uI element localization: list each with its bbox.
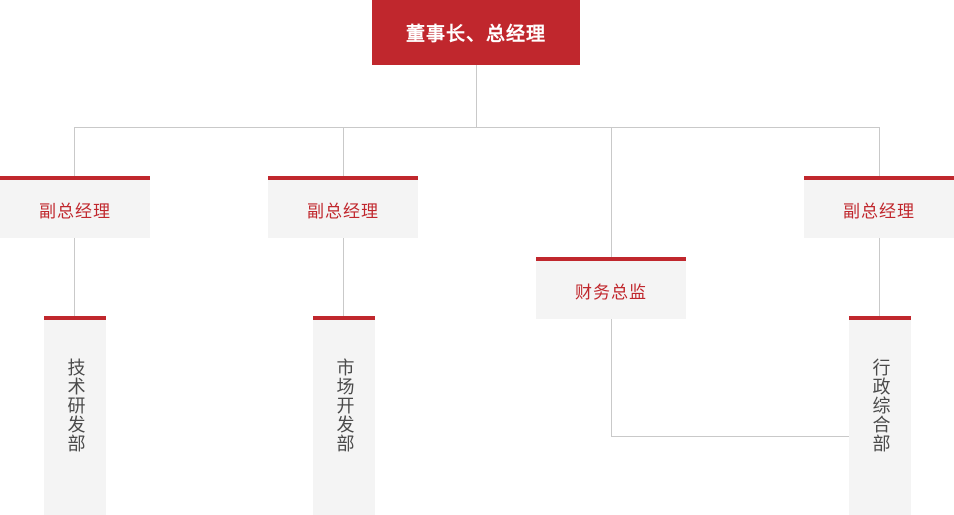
node-market-development-department-label: 市场开发部 — [334, 358, 355, 453]
node-deputy-gm-3-label: 副总经理 — [843, 201, 915, 221]
node-administration-department[interactable]: 行政综合部 — [849, 316, 911, 515]
connector-drop-deputy-1 — [74, 127, 75, 176]
connector-drop-deputy-3 — [879, 127, 880, 176]
connector-drop-cfo — [611, 127, 612, 257]
connector-root-stem — [476, 65, 477, 127]
connector-deputy-2-to-market — [343, 238, 344, 316]
node-deputy-gm-2-label: 副总经理 — [307, 201, 379, 221]
node-administration-department-label: 行政综合部 — [870, 358, 891, 453]
connector-cfo-elbow-vertical — [611, 319, 612, 436]
node-deputy-gm-3[interactable]: 副总经理 — [804, 176, 954, 238]
node-deputy-gm-1-label: 副总经理 — [39, 201, 111, 221]
connector-cfo-elbow-horizontal — [611, 436, 850, 437]
connector-deputy-3-to-admin — [879, 238, 880, 316]
node-cfo[interactable]: 财务总监 — [536, 257, 686, 319]
connector-drop-deputy-2 — [343, 127, 344, 176]
node-deputy-gm-1[interactable]: 副总经理 — [0, 176, 150, 238]
node-chairman-general-manager-label: 董事长、总经理 — [405, 24, 546, 45]
connector-level-bus — [74, 127, 880, 128]
node-market-development-department[interactable]: 市场开发部 — [313, 316, 375, 515]
node-rnd-department[interactable]: 技术研发部 — [44, 316, 106, 515]
node-rnd-department-label: 技术研发部 — [65, 358, 86, 453]
node-deputy-gm-2[interactable]: 副总经理 — [268, 176, 418, 238]
node-cfo-label: 财务总监 — [575, 282, 647, 302]
connector-deputy-1-to-rnd — [74, 238, 75, 316]
node-chairman-general-manager[interactable]: 董事长、总经理 — [372, 0, 580, 65]
